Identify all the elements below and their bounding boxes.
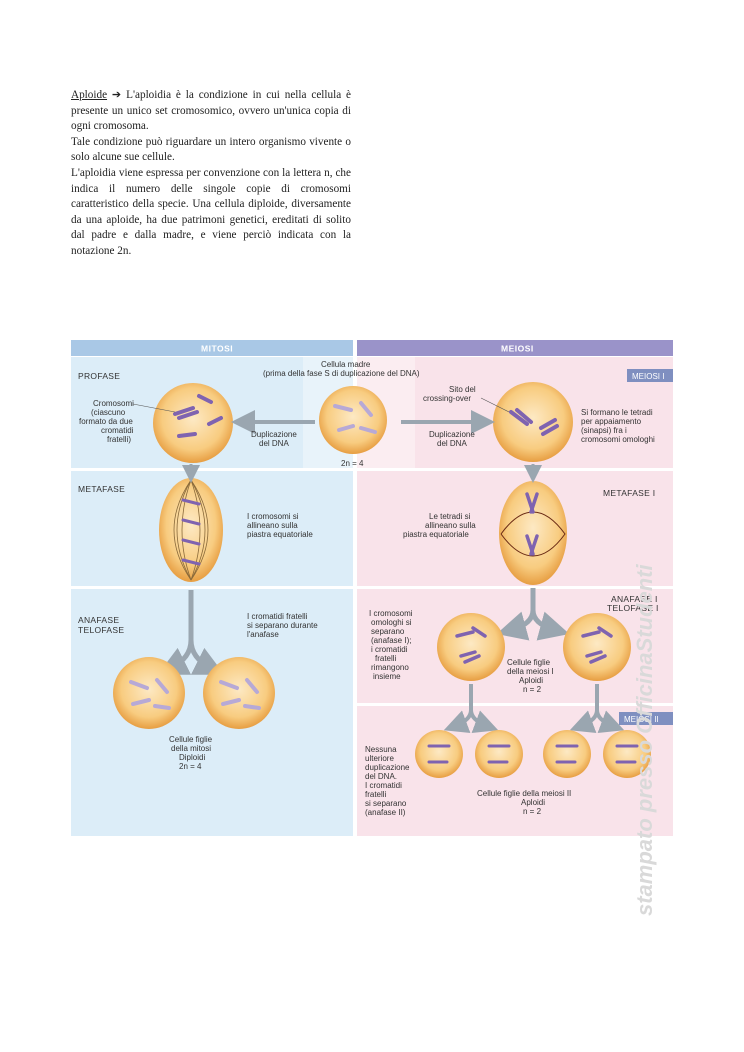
metafase-cell	[159, 478, 223, 582]
meiosi-ii-daughter-2	[475, 730, 523, 778]
stage-anafase-i: ANAFASE I	[611, 594, 658, 604]
nessuna-1: Nessuna	[365, 745, 397, 754]
tetradi-all-1: Le tetradi si	[429, 512, 471, 521]
figlie-mit-1: Cellule figlie	[169, 735, 213, 744]
definition: L'aploidia è la condizione in cui nella …	[71, 89, 352, 133]
stage-profase: PROFASE	[78, 371, 120, 381]
omologhi-7: rimangono	[371, 663, 409, 672]
stage-metafase: METAFASE	[78, 484, 125, 494]
sito-2: crossing-over	[423, 394, 471, 403]
tetradi-1: Si formano le tetradi	[581, 408, 653, 417]
mitosi-daughter-2	[203, 657, 275, 729]
omologhi-6: fratelli	[375, 654, 397, 663]
watermark: stampato presso OfficinaStudenti	[632, 563, 657, 916]
text-block: Aploide ➔ L'aploidia è la condizione in …	[71, 88, 351, 260]
separano-1: I cromatidi fratelli	[247, 612, 308, 621]
nessuna-2: ulteriore	[365, 754, 394, 763]
omologhi-1: I cromosomi	[369, 609, 413, 618]
separano-2: si separano durante	[247, 621, 318, 630]
tetradi-4: cromosomi omologhi	[581, 435, 655, 444]
cromosomi-l1: Cromosomi	[93, 399, 134, 408]
nessuna-7: si separano	[365, 799, 407, 808]
meiosi-ii-daughter-4	[603, 730, 651, 778]
mother-chromosomes	[333, 401, 377, 434]
figlie-mii-1: Cellule figlie della meiosi II	[477, 789, 571, 798]
allineano-1: I cromosomi si	[247, 512, 299, 521]
allineano-3: piastra equatoriale	[247, 530, 313, 539]
nessuna-6: fratelli	[365, 790, 387, 799]
metafase-chromosomes	[181, 498, 201, 566]
meiosi-i-daughter-2	[563, 613, 631, 681]
header-meiosi: MEIOSI	[501, 344, 534, 354]
mother-cell-sublabel: (prima della fase S di duplicazione del …	[263, 369, 420, 378]
paragraph-aploide: Aploide ➔ L'aploidia è la condizione in …	[71, 88, 351, 135]
dup-right-2: del DNA	[437, 439, 467, 448]
tetradi-all-3: piastra equatoriale	[403, 530, 469, 539]
tetradi-2: per appaiamento	[581, 417, 642, 426]
nessuna-8: (anafase II)	[365, 808, 406, 817]
stage-telofase: TELOFASE	[78, 625, 124, 635]
mitosis-meiosis-figure: MITOSI MEIOSI Cellula madre (prima della…	[71, 340, 673, 836]
figlie-mit-4: 2n = 4	[179, 762, 202, 771]
mother-cell-label: Cellula madre	[321, 360, 371, 369]
profase-chromosomes	[173, 394, 223, 438]
stage-telofase-i: TELOFASE I	[607, 603, 659, 613]
omologhi-2: omologhi si	[371, 618, 412, 627]
nessuna-3: duplicazione	[365, 763, 410, 772]
metafase-i-cell	[499, 481, 567, 585]
omologhi-8: insieme	[373, 672, 401, 681]
term-aploide: Aploide	[71, 89, 108, 101]
figlie-mit-3: Diploidi	[179, 753, 205, 762]
meiosi-i-daughter-1	[437, 613, 505, 681]
figlie-mii-2: Aploidi	[521, 798, 545, 807]
meiosi-ii-badge	[619, 712, 673, 725]
stage-metafase-i: METAFASE I	[603, 488, 655, 498]
paragraph-3: L'aploidia viene espressa per convenzion…	[71, 166, 351, 257]
dup-left-1: Duplicazione	[251, 430, 297, 439]
tetrad-chromosomes	[509, 408, 559, 436]
spindle-fibers	[173, 479, 209, 581]
tetradi-all-2: allineano sulla	[425, 521, 476, 530]
omologhi-3: separano	[371, 627, 405, 636]
figlie-mi-4: n = 2	[523, 685, 542, 694]
mitosi-daughter-1	[113, 657, 185, 729]
meiosi-ii-daughter-3	[543, 730, 591, 778]
figlie-mit-2: della mitosi	[171, 744, 211, 753]
tetradi-3: (sinapsi) fra i	[581, 426, 627, 435]
cromosomi-l4: cromatidi	[101, 426, 134, 435]
header-meiosi-bar	[357, 340, 673, 356]
dup-right-1: Duplicazione	[429, 430, 475, 439]
cromosomi-l3: formato da due	[79, 417, 133, 426]
dup-left-2: del DNA	[259, 439, 289, 448]
cromosomi-l5: fratelli)	[107, 435, 131, 444]
paragraph-2: Tale condizione può riguardare un intero…	[71, 135, 351, 164]
mother-2n: 2n = 4	[341, 459, 364, 468]
watermark-text: stampato presso OfficinaStudenti	[632, 563, 657, 916]
cromosomi-l2: (ciascuno	[91, 408, 126, 417]
meiosi-ii-label: MEIOSI II	[624, 715, 659, 724]
omologhi-4: (anafase I);	[371, 636, 411, 645]
arrow-icon: ➔	[111, 89, 122, 101]
meiosi-ii-daughter-1	[415, 730, 463, 778]
meiosi-i-label: MEIOSI I	[632, 372, 664, 381]
header-mitosi-bar	[71, 340, 353, 356]
sito-1: Sito del	[449, 385, 476, 394]
mother-cell	[319, 386, 387, 454]
figlie-mii-3: n = 2	[523, 807, 542, 816]
metafase-i-tetrads	[525, 492, 539, 556]
header-mitosi: MITOSI	[201, 344, 233, 354]
nessuna-5: I cromatidi	[365, 781, 402, 790]
figlie-mi-2: della meiosi I	[507, 667, 554, 676]
figlie-mi-1: Cellule figlie	[507, 658, 551, 667]
nessuna-4: del DNA.	[365, 772, 397, 781]
meiosi-i-badge	[627, 369, 673, 382]
separano-3: l'anafase	[247, 630, 279, 639]
figlie-mi-3: Aploidi	[519, 676, 543, 685]
omologhi-5: i cromatidi	[371, 645, 408, 654]
allineano-2: allineano sulla	[247, 521, 298, 530]
stage-anafase: ANAFASE	[78, 615, 119, 625]
profase-cell	[153, 383, 233, 463]
